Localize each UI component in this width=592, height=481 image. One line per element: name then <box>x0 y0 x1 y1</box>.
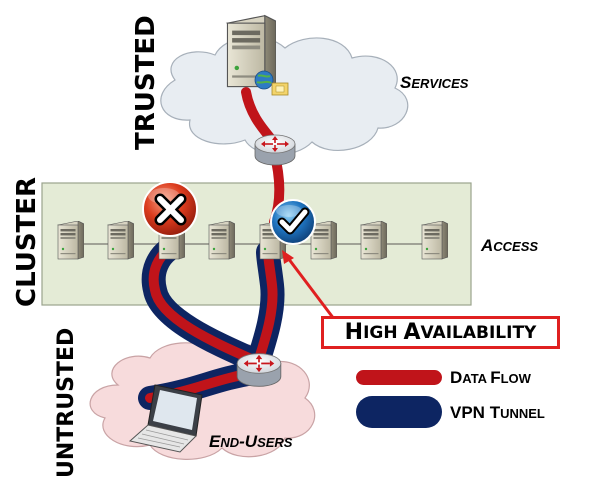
zone-label-untrusted: UNTRUSTED <box>54 327 79 478</box>
trusted-router <box>254 134 296 166</box>
zone-label-trusted: TRUSTED <box>131 15 161 150</box>
end-users-label: END-USERS <box>209 432 293 451</box>
legend-data-flow-swatch <box>356 370 442 385</box>
cluster-server-4 <box>208 221 235 260</box>
laptop-icon <box>128 384 203 453</box>
cluster-server-8 <box>421 221 448 260</box>
legend-vpn-tunnel-swatch <box>356 396 442 428</box>
callout-arrow <box>282 250 336 320</box>
cluster-server-2 <box>107 221 134 260</box>
web-service-icon <box>254 70 289 96</box>
close-x-icon <box>142 181 198 237</box>
cluster-server-1 <box>57 221 84 260</box>
zone-label-cluster: CLUSTER <box>12 176 42 307</box>
checkmark-icon <box>270 199 316 245</box>
services-label: SERVICES <box>400 73 469 92</box>
untrusted-router <box>236 352 282 388</box>
legend-vpn-tunnel-label: VPN TUNNEL <box>450 403 545 422</box>
cluster-server-7 <box>360 221 387 260</box>
access-label: ACCESS <box>481 236 539 255</box>
legend-data-flow-label: DATA FLOW <box>450 368 531 387</box>
